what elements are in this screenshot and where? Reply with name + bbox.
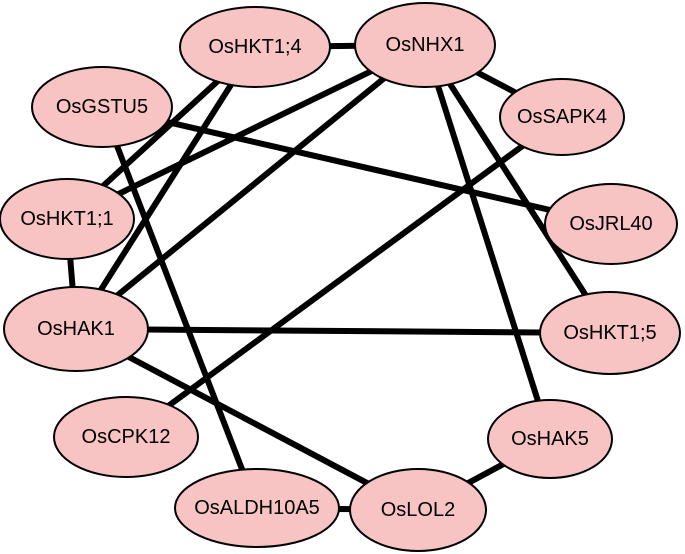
node-label: OsJRL40: [569, 213, 652, 235]
node-ellipse: [0, 178, 135, 260]
node-ellipse: [174, 468, 340, 548]
node-label: OsHKT1;5: [563, 322, 656, 344]
node-label: OsLOL2: [381, 499, 455, 521]
node-ellipse: [179, 6, 331, 88]
node-oshak1: OsHAK1: [3, 286, 149, 372]
node-ellipse: [499, 78, 625, 156]
edge-osnhx1-oshak1: [74, 42, 427, 332]
node-oslol2: OsLOL2: [349, 468, 487, 552]
edge-ossapk4-oscpk12: [124, 114, 564, 440]
edge-osnhx1-oshak5: [422, 44, 553, 440]
node-ellipse: [53, 396, 199, 478]
edge-osnhx1-oshkt1-5: [422, 43, 613, 335]
node-label: OsHKT1;4: [208, 36, 301, 58]
node-label: OsHKT1;1: [20, 208, 113, 230]
node-label: OsCPK12: [82, 426, 171, 448]
node-osaldh10a5: OsALDH10A5: [174, 468, 340, 548]
edge-osgstu5-osaldh10a5: [99, 105, 260, 510]
node-label: OsHAK5: [511, 428, 589, 450]
node-ossapk4: OsSAPK4: [499, 78, 625, 156]
node-label: OsHAK1: [37, 318, 115, 340]
node-osgstu5: OsGSTU5: [31, 66, 173, 148]
node-ellipse: [354, 2, 496, 88]
node-ellipse: [349, 468, 487, 552]
edge-osnhx1-oshkt1-1: [65, 42, 427, 222]
edge-oshak1-oslol2: [74, 326, 420, 513]
node-label: OsALDH10A5: [194, 497, 320, 519]
node-oshkt1-5: OsHKT1;5: [539, 291, 681, 375]
node-oshkt1-4: OsHKT1;4: [179, 6, 331, 88]
node-osnhx1: OsNHX1: [354, 2, 496, 88]
node-label: OsNHX1: [386, 34, 465, 56]
node-label: OsGSTU5: [56, 96, 148, 118]
node-ellipse: [539, 291, 681, 375]
node-oshak5: OsHAK5: [487, 399, 613, 479]
node-oshkt1-1: OsHKT1;1: [0, 178, 135, 260]
edge-osgstu5-osjrl40: [101, 104, 612, 227]
node-ellipse: [31, 66, 173, 148]
node-ellipse: [544, 183, 678, 265]
edge-oshak1-oshkt1-5: [75, 326, 611, 336]
node-osjrl40: OsJRL40: [544, 183, 678, 265]
node-oscpk12: OsCPK12: [53, 396, 199, 478]
edge-oshkt1-4-oshak1: [73, 45, 258, 331]
node-ellipse: [487, 399, 613, 479]
node-label: OsSAPK4: [517, 106, 607, 128]
node-ellipse: [3, 286, 149, 372]
